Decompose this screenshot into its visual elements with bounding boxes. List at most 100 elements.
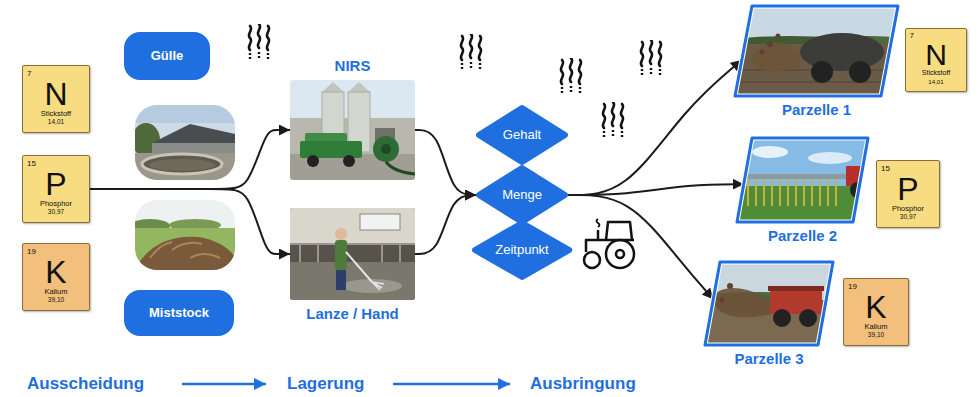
wheel (343, 155, 355, 167)
hose-reel-hub (381, 144, 391, 154)
element-name: Kalium (45, 287, 68, 296)
spray-drop (776, 34, 781, 39)
trailing-shoe-photo (737, 138, 868, 222)
flow-connector (415, 130, 476, 195)
ground (290, 154, 415, 180)
spray-drop (767, 41, 773, 47)
atomic-mass: 30,97 (48, 208, 64, 216)
source-pill: Gülle (124, 32, 210, 80)
stage-arrow (182, 383, 266, 386)
barn-roof (152, 124, 235, 149)
photo-heading: Parzelle 3 (732, 349, 805, 369)
spreader (770, 290, 822, 314)
trailer (300, 141, 362, 158)
diamond-fill (479, 108, 565, 162)
sky (290, 80, 415, 180)
parallelogram-outline (737, 138, 868, 222)
field (735, 44, 898, 96)
manure-spray (712, 288, 772, 318)
element-number: 19 (27, 247, 36, 256)
hose (386, 162, 415, 174)
silo-top (322, 82, 344, 92)
frame-border (735, 6, 898, 96)
slurry (149, 159, 215, 171)
silo-top (348, 82, 370, 92)
emission-icon (249, 24, 269, 59)
element-tile: 7NStickstoff14,01 (905, 28, 967, 92)
element-tile: 15PPhosphor30,97 (22, 155, 90, 223)
wheel (811, 61, 833, 83)
wall (290, 208, 415, 244)
parallelogram-outline (735, 6, 898, 96)
element-symbol: P (45, 169, 66, 199)
flow-connector (90, 189, 290, 254)
element-symbol: N (44, 79, 67, 109)
decision-label: Gehalt (503, 127, 541, 143)
person-legs (336, 270, 346, 290)
element-tile: 19KKalium39,10 (22, 243, 90, 311)
silo (348, 92, 370, 152)
cubicle-rails (290, 244, 415, 262)
field-photo-node: Parzelle 1 (735, 6, 898, 120)
stage-label: Lagerung (285, 373, 366, 395)
window (360, 214, 400, 230)
atomic-mass: 39,10 (868, 331, 884, 339)
wheel (307, 155, 319, 167)
trees (135, 219, 170, 233)
silo (322, 92, 344, 152)
photo-frame (290, 80, 415, 180)
element-symbol: K (865, 292, 886, 322)
frame-border (737, 138, 868, 222)
element-name: Stickstoff (41, 109, 71, 118)
rear-wheel (606, 240, 634, 268)
decision-diamond: Gehalt (476, 105, 568, 165)
photo-node: Lanze / Hand (290, 208, 415, 324)
stage-arrow (393, 383, 510, 386)
flow-connector (568, 184, 744, 195)
field (737, 186, 868, 222)
atomic-mass: 14,01 (48, 118, 64, 126)
hose-reel (373, 136, 399, 162)
photo-frame (735, 6, 898, 96)
frame-rim (705, 262, 833, 345)
spray-drop (720, 298, 725, 303)
flow-connector (90, 130, 290, 189)
boom (744, 174, 856, 179)
atomic-mass: 30,97 (900, 213, 916, 221)
element-number: 15 (881, 164, 890, 173)
element-number: 15 (27, 159, 36, 168)
frame-border (705, 262, 833, 345)
field-photo-node: Parzelle 2 (737, 138, 868, 246)
photo-frame (737, 138, 868, 222)
wheel (849, 61, 871, 83)
cab (606, 222, 632, 240)
field-photo-node: Parzelle 3 (705, 262, 833, 369)
sensor-tank (305, 133, 347, 143)
element-tile: 7NStickstoff14,01 (22, 65, 90, 133)
sky (135, 105, 235, 180)
dung-heap-photo (135, 200, 235, 270)
sky (705, 262, 833, 345)
element-name: Phosphor (892, 204, 924, 213)
frame-rim (737, 138, 868, 222)
ground (135, 153, 235, 180)
door (375, 128, 395, 152)
emission-icon (603, 102, 623, 137)
tree (135, 123, 160, 157)
element-symbol: K (45, 257, 66, 287)
lance (346, 252, 372, 282)
field (705, 300, 833, 345)
photo-heading: Parzelle 1 (780, 100, 853, 120)
atomic-mass: 14,01 (928, 78, 943, 86)
photo-heading: Lanze / Hand (304, 304, 401, 324)
element-number: 7 (910, 32, 914, 40)
manure-pit-photo (135, 105, 235, 180)
barn-wall (152, 143, 235, 155)
person-head (335, 228, 347, 240)
decision-diamond: Zeitpunkt (472, 220, 572, 280)
frame-rim (735, 6, 898, 96)
nirs-photo (290, 80, 415, 180)
photo-heading: Parzelle 2 (766, 226, 839, 246)
straw (150, 242, 220, 258)
element-symbol: N (925, 41, 947, 69)
